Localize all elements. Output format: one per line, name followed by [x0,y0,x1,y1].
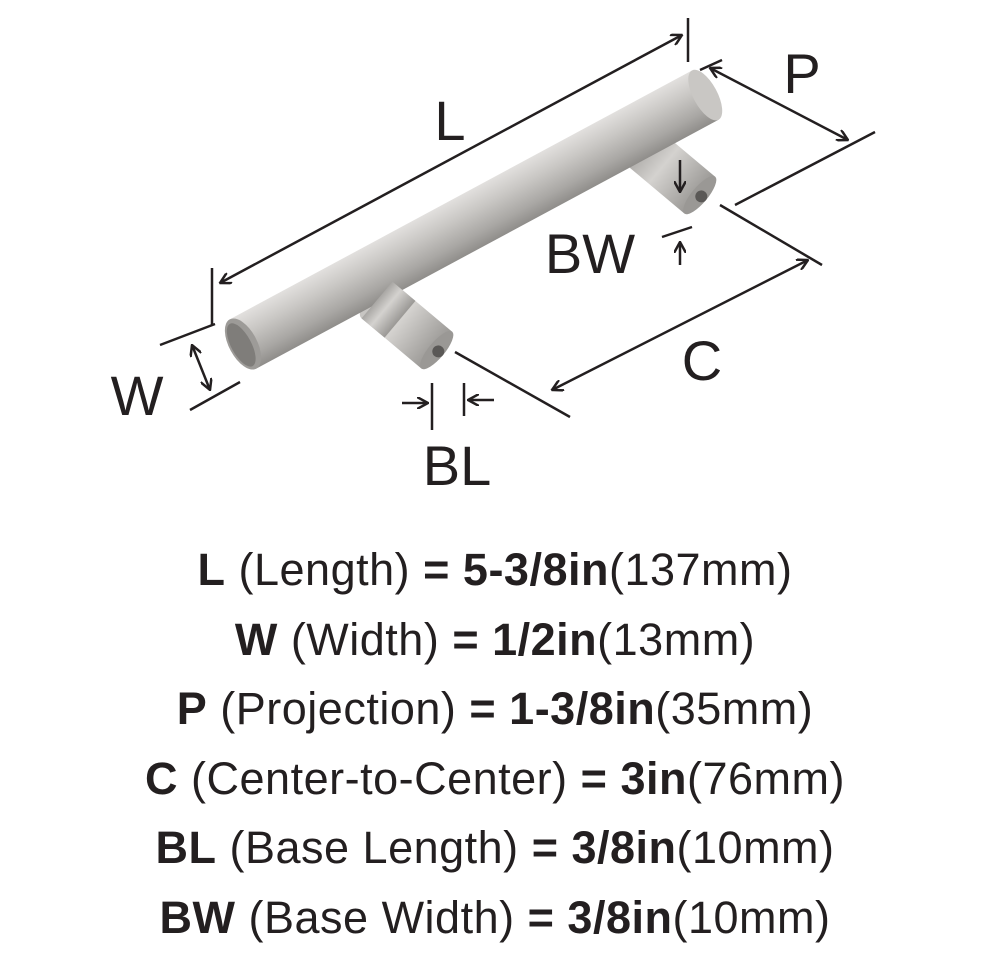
spec-equals: = [469,683,497,734]
spec-name: (Length) [238,544,411,595]
spec-inches: 3/8in [567,891,673,943]
screw-hole-icon [432,345,445,358]
spec-name: (Center-to-Center) [191,752,568,804]
spec-code: BW [159,891,236,943]
spec-inches: 3in [620,752,687,804]
spec-inches: 5-3/8in [462,544,609,595]
handle-bar [224,69,723,370]
spec-center-to-center: C (Center-to-Center) = 3in(76mm) [0,744,990,814]
spec-width: W (Width) = 1/2in(13mm) [0,605,990,675]
screw-hole-icon [695,190,708,203]
spec-code: L [197,544,226,595]
spec-code: W [234,613,278,665]
spec-inches: 1-3/8in [509,683,656,734]
spec-base-length: BL (Base Length) = 3/8in(10mm) [0,813,990,883]
spec-mm: (35mm) [655,683,814,734]
spec-base-width: BW (Base Width) = 3/8in(10mm) [0,883,990,953]
spec-mm: (137mm) [608,544,793,595]
spec-equals: = [423,544,450,595]
label-w: W [111,364,164,427]
dimension-spec-list: L (Length) = 5-3/8in(137mm) W (Width) = … [0,535,990,952]
spec-projection: P (Projection) = 1-3/8in(35mm) [0,674,990,744]
spec-code: BL [155,822,217,873]
spec-inches: 1/2in [492,613,598,665]
spec-mm: (76mm) [686,752,845,804]
label-c: C [682,329,722,392]
spec-equals: = [527,891,555,943]
label-l: L [434,89,465,152]
spec-equals: = [452,613,480,665]
spec-name: (Base Width) [248,891,515,943]
spec-equals: = [531,822,559,873]
label-bl: BL [423,434,492,497]
spec-mm: (13mm) [597,613,756,665]
label-bw: BW [545,222,635,285]
spec-length: L (Length) = 5-3/8in(137mm) [0,535,990,605]
dimension-lines [159,18,876,430]
spec-name: (Base Length) [229,822,519,873]
spec-name: (Projection) [220,683,457,734]
spec-mm: (10mm) [676,822,835,873]
spec-equals: = [580,752,608,804]
spec-code: P [176,683,208,734]
spec-code: C [145,752,179,804]
label-p: P [783,42,820,105]
spec-name: (Width) [290,613,440,665]
handle-dimension-diagram: L P BW C W BL [111,18,876,497]
spec-inches: 3/8in [571,822,677,873]
spec-mm: (10mm) [672,891,831,943]
